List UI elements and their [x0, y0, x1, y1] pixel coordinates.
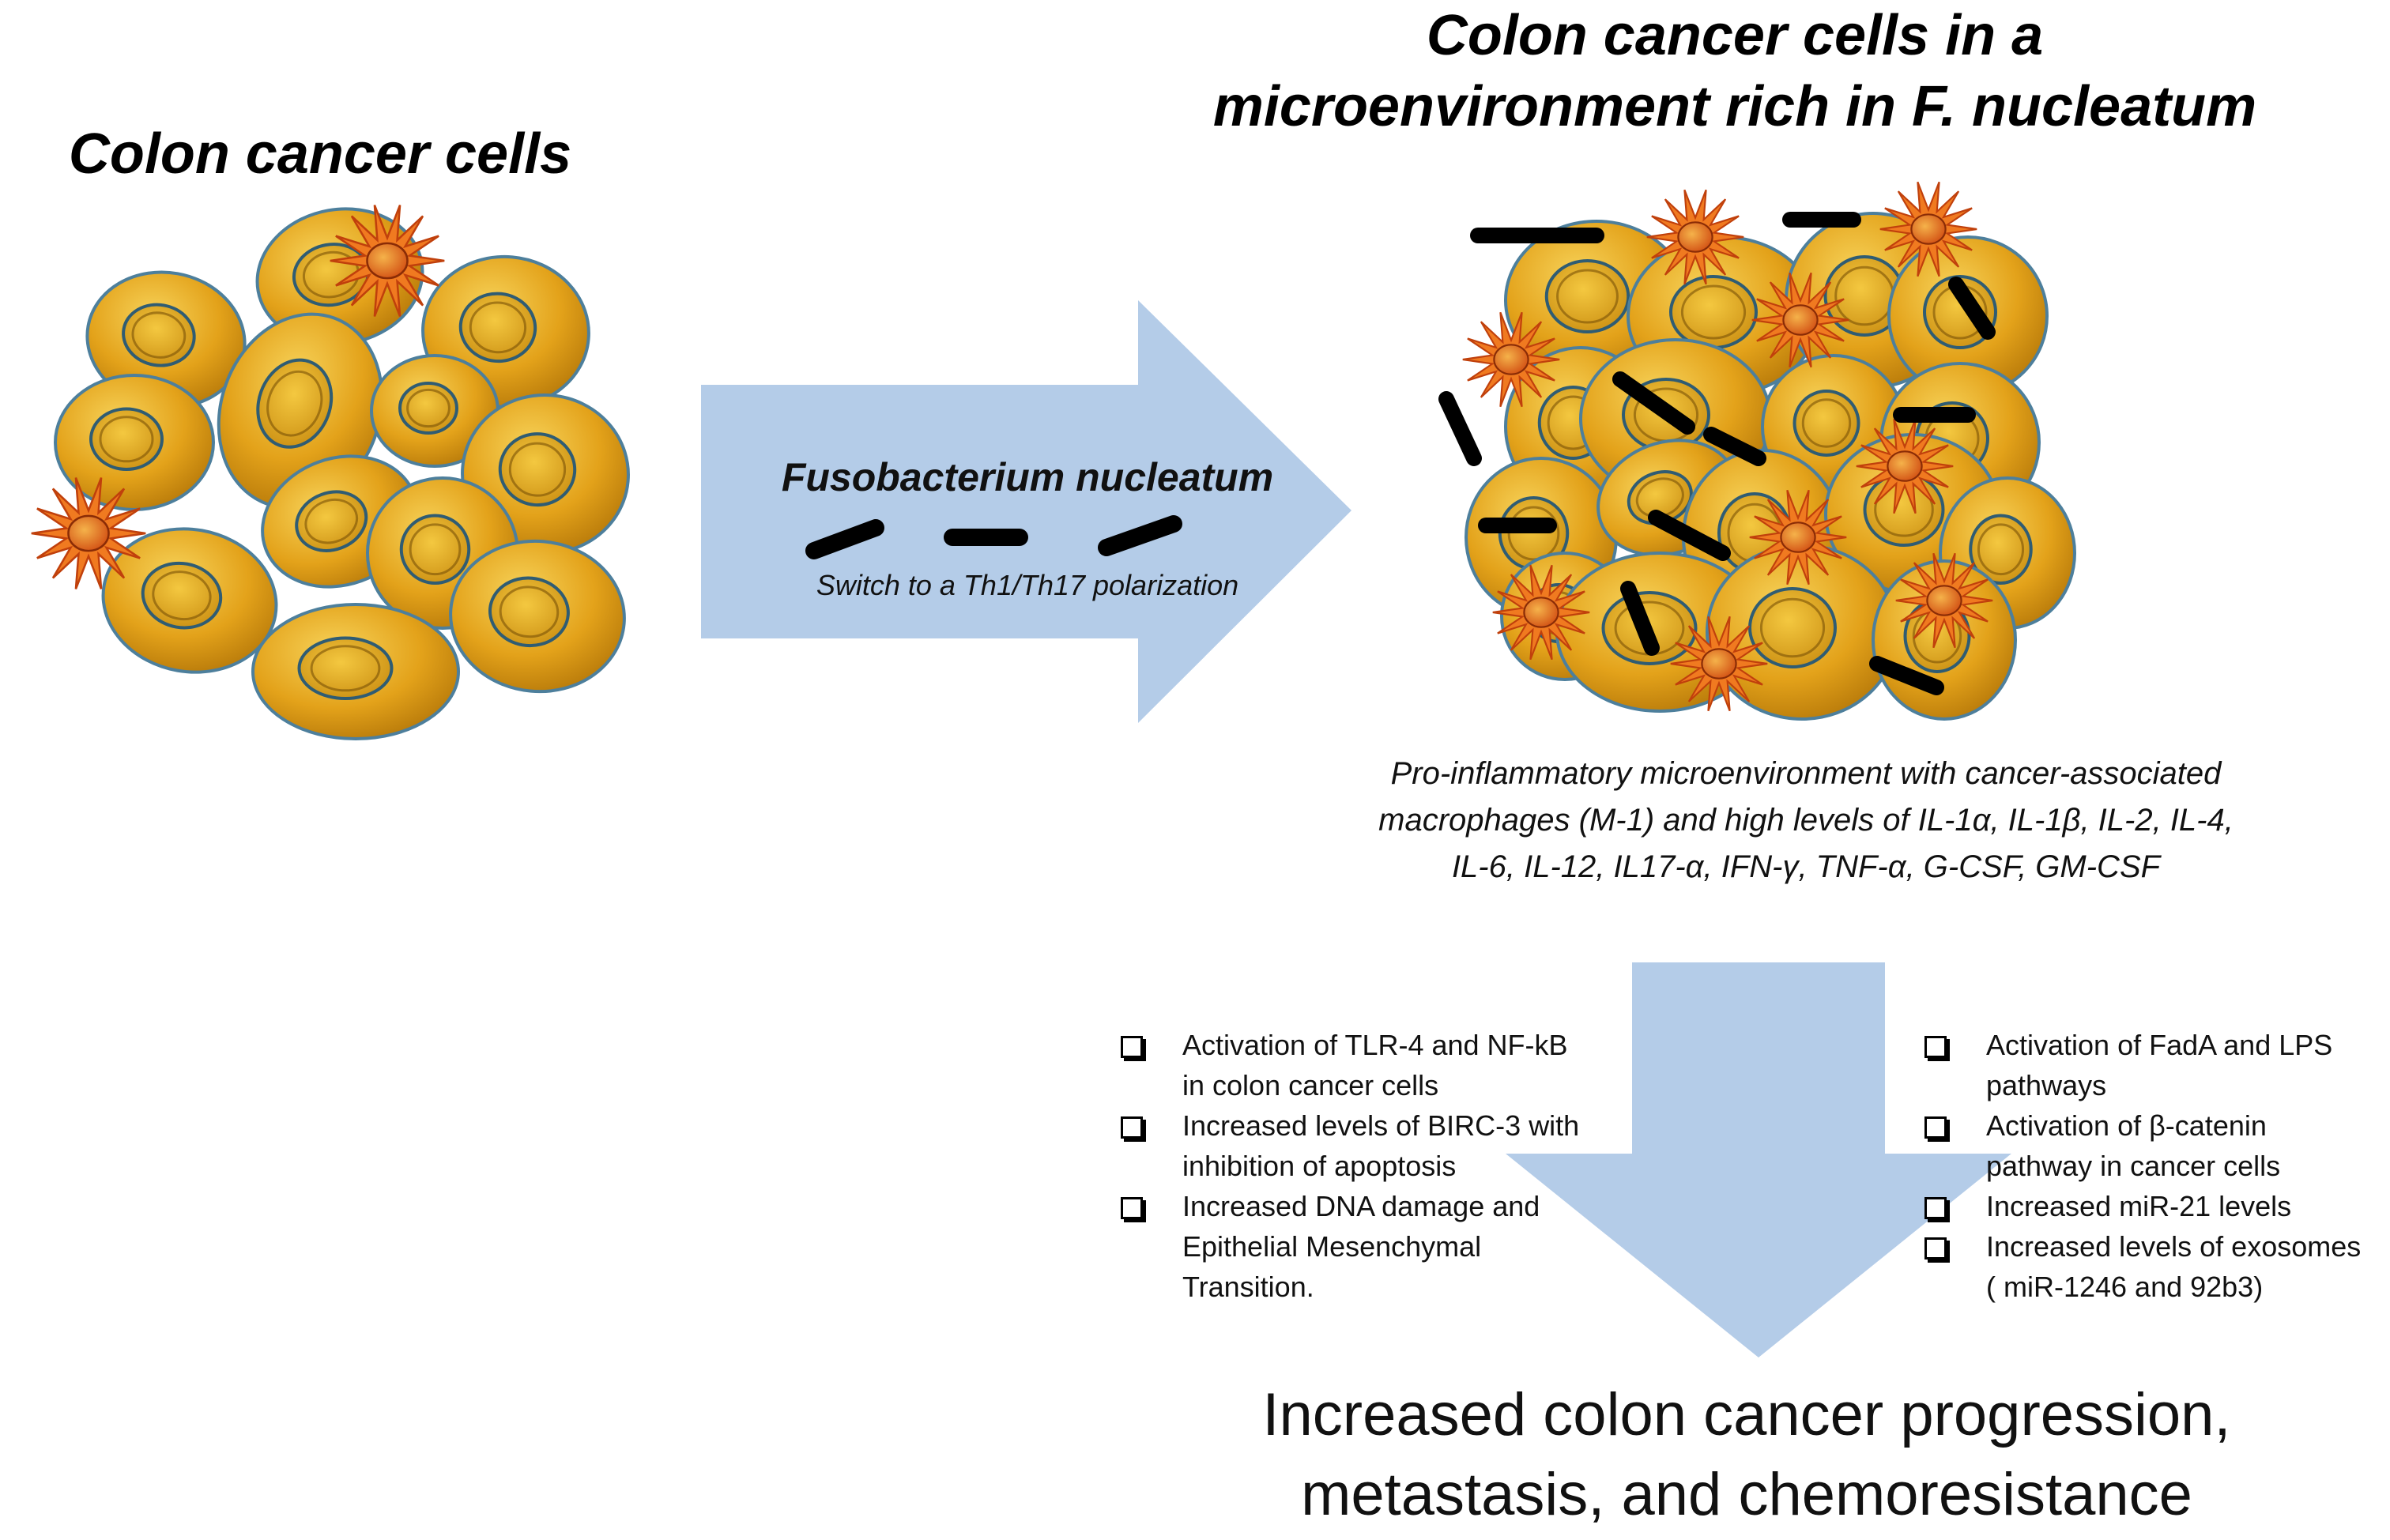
micro-desc-line1: Pro-inflammatory microenvironment with c…: [1390, 756, 2222, 791]
checkbox-icon: [1121, 1036, 1143, 1058]
bacterium-icon: [1948, 277, 1996, 340]
list-item: Activation of TLR-4 and NF-kB in colon c…: [1121, 1025, 1627, 1105]
colon-cancer-cell-cluster: [31, 205, 630, 740]
macrophage-icon: [1646, 189, 1744, 285]
macrophage-icon: [330, 205, 445, 317]
checkbox-icon: [1924, 1116, 1947, 1139]
checkbox-icon: [1121, 1197, 1143, 1219]
macrophage-icon: [31, 477, 146, 589]
effects-list-right: Activation of FadA and LPS pathways Acti…: [1924, 1025, 2390, 1307]
bacterium-icon: [1438, 391, 1482, 466]
fn-rich-cell-cluster: [1438, 181, 2076, 721]
bacterium-icon: [1648, 510, 1731, 561]
macrophage-icon: [1895, 552, 1993, 649]
conclusion-line1: Increased colon cancer progression,: [1262, 1381, 2231, 1448]
left-title: Colon cancer cells: [68, 122, 572, 186]
effects-list-left: Activation of TLR-4 and NF-kB in colon c…: [1121, 1025, 1627, 1307]
list-item: Increased miR-21 levels: [1924, 1186, 2390, 1226]
macrophage-icon: [1751, 272, 1849, 368]
right-title: Colon cancer cells in a microenvironment…: [1091, 0, 2379, 142]
vertical-arrow: [1506, 962, 2011, 1357]
list-item: Increased levels of BIRC-3 with inhibiti…: [1121, 1105, 1627, 1186]
cancer-cell-icon: [1706, 544, 1898, 721]
horizontal-arrow: [701, 300, 1351, 723]
bacterium-icon: [1703, 427, 1766, 466]
microenvironment-description: Pro-inflammatory microenvironment with c…: [1233, 751, 2379, 890]
conclusion-text: Increased colon cancer progression, meta…: [1186, 1375, 2308, 1534]
list-item: Activation of FadA and LPS pathways: [1924, 1025, 2390, 1105]
list-item: Activation of β-catenin pathway in cance…: [1924, 1105, 2390, 1186]
right-title-line2: microenvironment rich in F. nucleatum: [1212, 75, 2257, 138]
checkbox-icon: [1924, 1197, 1947, 1219]
right-title-line1: Colon cancer cells in a: [1426, 4, 2044, 67]
checkbox-icon: [1121, 1116, 1143, 1139]
arrow-bacteria-icons: [805, 515, 1182, 559]
cancer-cell-icon: [85, 270, 247, 409]
list-item: Increased levels of exosomes ( miR-1246 …: [1924, 1226, 2390, 1307]
bacterium-icon: [1869, 656, 1944, 695]
conclusion-line2: metastasis, and chemoresistance: [1301, 1461, 2192, 1529]
macrophage-icon: [1462, 311, 1560, 408]
arrow-main-label: Fusobacterium nucleatum: [781, 455, 1274, 499]
checkbox-icon: [1924, 1237, 1947, 1259]
macrophage-icon: [1749, 489, 1847, 586]
cancer-cell-icon: [101, 527, 278, 674]
bacterium-icon: [1620, 581, 1660, 656]
micro-desc-line2: macrophages (M-1) and high levels of IL-…: [1378, 802, 2234, 838]
list-item: Increased DNA damage and Epithelial Mese…: [1121, 1186, 1627, 1307]
checkbox-icon: [1924, 1036, 1947, 1058]
macrophage-icon: [1856, 418, 1954, 514]
macrophage-icon: [1879, 181, 1977, 277]
cancer-cell-icon: [449, 539, 626, 694]
cancer-cell-icon: [370, 354, 499, 468]
macrophage-icon: [1670, 616, 1768, 712]
macrophage-icon: [1492, 564, 1590, 661]
cancer-cell-icon: [251, 603, 460, 740]
bacterium-icon: [1612, 371, 1695, 435]
micro-desc-line3: IL-6, IL-12, IL17-α, IFN-γ, TNF-α, G-CSF…: [1451, 849, 2161, 884]
arrow-sub-label: Switch to a Th1/Th17 polarization: [816, 569, 1239, 601]
